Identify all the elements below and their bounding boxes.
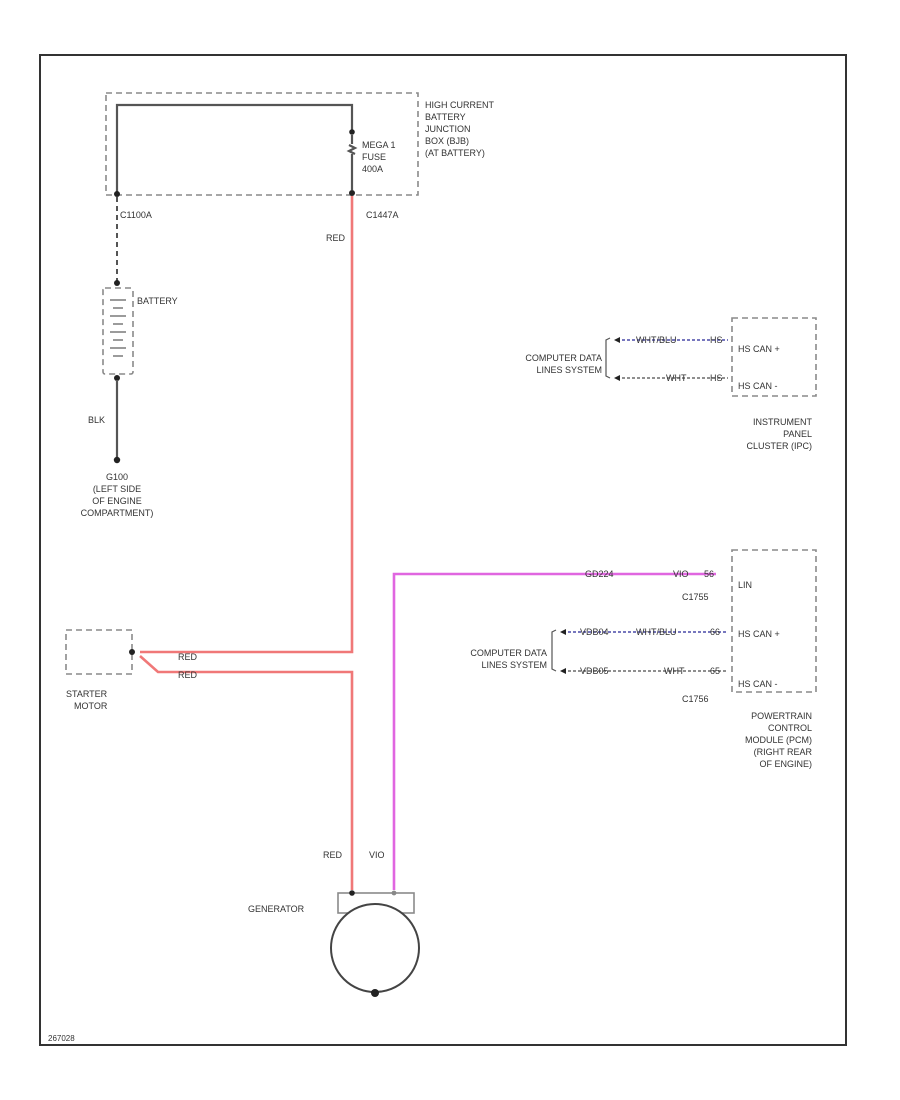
generator-lin-terminal (391, 890, 397, 896)
powertrain-control-module: LIN HS CAN + HS CAN - C1755 C1756 POWERT… (470, 549, 817, 769)
bjb-label-2: BATTERY (425, 112, 466, 122)
ground-label-4: COMPARTMENT) (81, 508, 154, 518)
pcm-can-minus-arrow-icon (560, 668, 566, 674)
generator-b-terminal (349, 890, 355, 896)
generator: GENERATOR (248, 890, 420, 997)
diagram-frame (39, 54, 847, 1046)
ipc-can-minus-arrow-icon (614, 375, 620, 381)
instrument-panel-cluster: HS CAN + HS CAN - INSTRUMENT PANEL CLUST… (525, 317, 817, 451)
fuse-label-3: 400A (362, 164, 383, 174)
cdls-upper-label-1: COMPUTER DATA (525, 353, 602, 363)
battery-positive-terminal (114, 280, 120, 286)
cdls-upper-bracket (605, 337, 611, 379)
bjb-box (105, 92, 419, 196)
lin-color: VIO (673, 569, 689, 579)
battery: BATTERY BLK (88, 197, 178, 464)
bjb-label-3: JUNCTION (425, 124, 471, 134)
pcm-box (731, 549, 817, 693)
pcm-can-minus-pin: 65 (710, 666, 720, 676)
wire-color-gen-red: RED (323, 850, 343, 860)
wire-color-starter-lower: RED (178, 670, 198, 680)
starter-box (65, 629, 133, 675)
fuse-terminal-top (349, 129, 355, 135)
pcm-can-minus-color: WHT (664, 666, 685, 676)
bjb-label-4: BOX (BJB) (425, 136, 469, 146)
ipc-can-plus-arrow-icon (614, 337, 620, 343)
wire-color-starter-upper: RED (178, 652, 198, 662)
pcm-can-plus-circuit: VDB04 (580, 627, 609, 637)
battery-icon (102, 287, 134, 375)
ground-wire-color: BLK (88, 415, 105, 425)
lin-circuit: GD224 (585, 569, 614, 579)
battery-negative-terminal (114, 375, 120, 381)
generator-ground-terminal (371, 989, 379, 997)
pcm-can-plus-arrow-icon (560, 629, 566, 635)
ground-label-2: (LEFT SIDE (93, 484, 141, 494)
ipc-box (731, 317, 817, 397)
ground-label-1: G100 (106, 472, 128, 482)
pcm-connector-c1756: C1756 (682, 694, 709, 704)
ipc-label-1: INSTRUMENT (753, 417, 812, 427)
ipc-can-minus-pin: HS (710, 373, 723, 383)
power-wires: RED RED RED RED (139, 196, 354, 890)
ipc-can-plus-pin: HS (710, 335, 723, 345)
cdls-upper-label-2: LINES SYSTEM (536, 365, 602, 375)
mega-fuse-icon (346, 135, 358, 190)
wire-bjb-to-starter (140, 196, 354, 654)
bjb-bus-bar (115, 103, 354, 195)
cdls-lower-bracket (551, 629, 557, 672)
cdls-lower-label-1: COMPUTER DATA (470, 648, 547, 658)
pcm-can-plus-pin: 66 (710, 627, 720, 637)
lin-pin: 56 (704, 569, 714, 579)
wire-color-gen-lin: VIO (369, 850, 385, 860)
pcm-connector-c1755: C1755 (682, 592, 709, 602)
bjb-pin-left (114, 191, 120, 197)
wire-generator-to-pcm-lin (392, 572, 716, 890)
connector-c1100a: C1100A (120, 210, 152, 220)
pcm-label-5: OF ENGINE) (759, 759, 812, 769)
ipc-can-minus-color: WHT (666, 373, 687, 383)
generator-icon (330, 903, 420, 993)
ground-g100: G100 (LEFT SIDE OF ENGINE COMPARTMENT) (81, 472, 154, 518)
pcm-pin-can-minus: HS CAN - (738, 679, 778, 689)
bjb-label-5: (AT BATTERY) (425, 148, 485, 158)
ipc-label-3: CLUSTER (IPC) (746, 441, 812, 451)
pcm-label-1: POWERTRAIN (751, 711, 812, 721)
pcm-pin-lin: LIN (738, 580, 752, 590)
ipc-pin-can-plus: HS CAN + (738, 344, 780, 354)
ipc-pin-can-minus: HS CAN - (738, 381, 778, 391)
starter-label-2: MOTOR (74, 701, 108, 711)
pcm-can-plus-color: WHT/BLU (636, 627, 677, 637)
fuse-label-2: FUSE (362, 152, 386, 162)
pcm-label-4: (RIGHT REAR (754, 747, 813, 757)
starter-label-1: STARTER (66, 689, 108, 699)
pcm-pin-can-plus: HS CAN + (738, 629, 780, 639)
wire-starter-to-generator (139, 655, 354, 890)
connector-c1447a: C1447A (366, 210, 399, 220)
battery-cells-icon (110, 299, 126, 357)
ipc-can-plus-color: WHT/BLU (636, 335, 677, 345)
pcm-label-3: MODULE (PCM) (745, 735, 812, 745)
generator-label: GENERATOR (248, 904, 305, 914)
lin-wire: GD224 VIO 56 VIO (369, 569, 716, 890)
fuse-label-1: MEGA 1 (362, 140, 396, 150)
ipc-label-2: PANEL (783, 429, 812, 439)
battery-label: BATTERY (137, 296, 178, 306)
wire-color-bjb: RED (326, 233, 346, 243)
bjb-pin-right (349, 190, 355, 196)
starter-terminal (129, 649, 135, 655)
ground-g100-icon (113, 456, 121, 464)
footer-code: 267028 (48, 1034, 75, 1043)
starter-motor: STARTER MOTOR (65, 629, 135, 711)
high-current-bjb: MEGA 1 FUSE 400A HIGH CURRENT BATTERY JU… (105, 92, 495, 220)
cdls-lower-label-2: LINES SYSTEM (481, 660, 547, 670)
pcm-can-minus-circuit: VDB05 (580, 666, 609, 676)
pcm-label-2: CONTROL (768, 723, 812, 733)
ground-label-3: OF ENGINE (92, 496, 142, 506)
bjb-label-1: HIGH CURRENT (425, 100, 495, 110)
